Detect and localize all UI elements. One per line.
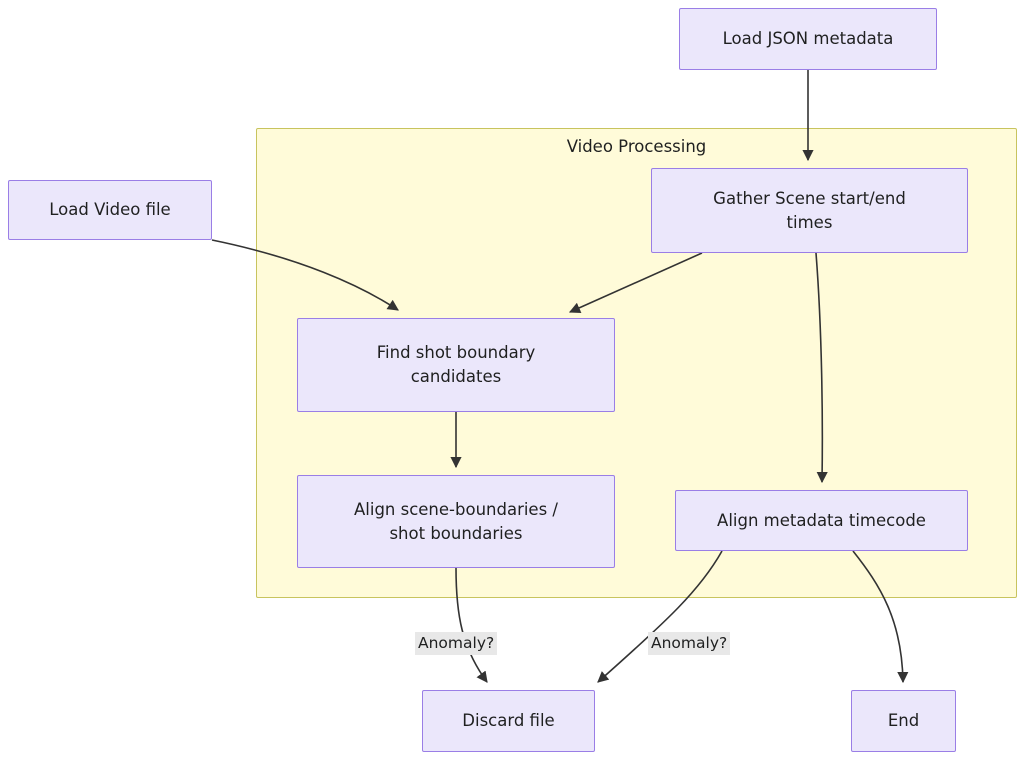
node-gather-scene-times[interactable]: Gather Scene start/end times — [651, 168, 968, 253]
node-align-scene-boundaries-label: Align scene-boundaries / shot boundaries — [353, 499, 558, 543]
edge-label-anomaly-left: Anomaly? — [415, 632, 498, 655]
node-find-shot-boundary-candidates-label: Find shot boundary candidates — [376, 343, 536, 386]
edge-label-anomaly-right: Anomaly? — [648, 632, 731, 655]
node-end-label: End — [887, 711, 920, 731]
node-find-shot-boundary-candidates[interactable]: Find shot boundary candidates — [297, 318, 615, 412]
node-load-video-file-label: Load Video file — [49, 200, 171, 220]
node-align-metadata-timecode[interactable]: Align metadata timecode — [675, 490, 968, 551]
node-end[interactable]: End — [851, 690, 956, 752]
node-align-scene-boundaries[interactable]: Align scene-boundaries / shot boundaries — [297, 475, 615, 568]
node-gather-scene-times-label: Gather Scene start/end times — [713, 188, 906, 232]
node-load-json-metadata-label: Load JSON metadata — [722, 29, 894, 49]
node-load-json-metadata[interactable]: Load JSON metadata — [679, 8, 937, 70]
subgraph-title: Video Processing — [566, 137, 707, 156]
node-align-metadata-timecode-label: Align metadata timecode — [717, 510, 926, 530]
node-discard-file[interactable]: Discard file — [422, 690, 595, 752]
node-discard-file-label: Discard file — [462, 711, 555, 731]
node-load-video-file[interactable]: Load Video file — [8, 180, 212, 240]
